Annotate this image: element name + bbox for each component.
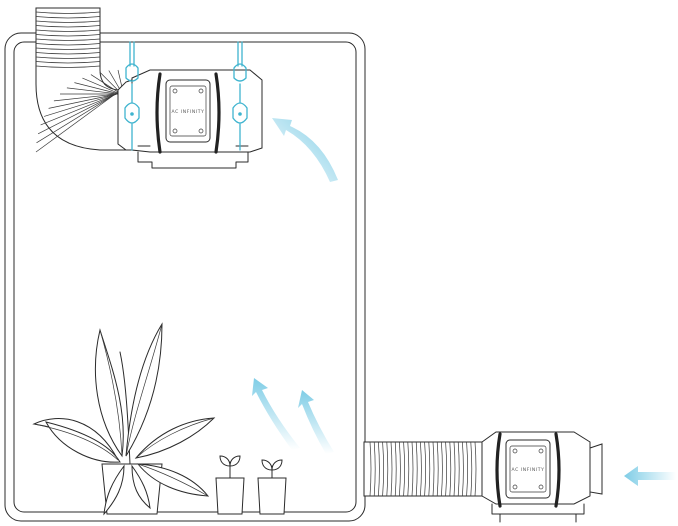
potted-seedling-right (258, 460, 286, 514)
airflow-arrow-intake (624, 466, 676, 486)
inline-fan-bottom: AC INFINITY (482, 432, 602, 522)
airflow-arrow-rising-left (252, 378, 300, 450)
airflow-arrow-rising-right (298, 390, 334, 454)
fan-brand-label: AC INFINITY (172, 109, 205, 115)
fan-brand-label: AC INFINITY (512, 467, 545, 473)
intake-duct (364, 442, 482, 496)
exhaust-duct-elbow (36, 8, 130, 152)
airflow-arrow-exhaust (272, 118, 338, 182)
potted-plant-large (34, 324, 214, 514)
inline-fan-top: AC INFINITY (118, 42, 262, 168)
potted-seedling-left (216, 456, 244, 514)
